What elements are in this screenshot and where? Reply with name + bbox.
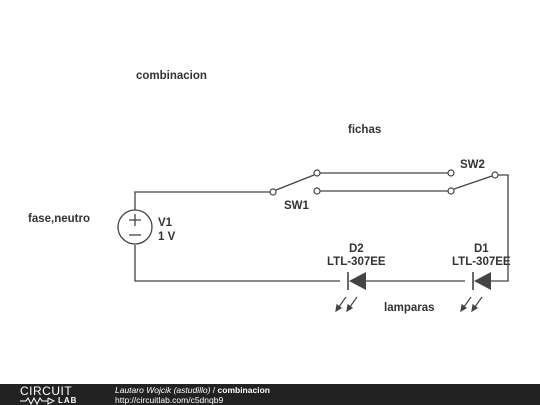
circuit-url[interactable]: http://circuitlab.com/c5dnqb9 <box>115 395 224 405</box>
author-name[interactable]: Lautaro Wojcik (astudillo) <box>115 385 211 395</box>
diode-icon <box>474 272 491 290</box>
switch-sw2 <box>447 169 499 195</box>
wire-source-bottom <box>134 245 340 282</box>
voltage-source-v1 <box>117 209 153 245</box>
led-d2-name: D2 <box>349 243 364 255</box>
plus-sign-icon <box>129 214 141 226</box>
led-d2-part: LTL-307EE <box>327 256 386 268</box>
wire-source-top <box>134 191 272 210</box>
circuitlab-logo[interactable]: CIRCUIT LAB <box>20 385 95 405</box>
led-d1-part: LTL-307EE <box>452 256 511 268</box>
wiring <box>134 172 509 282</box>
led-d1 <box>460 272 491 313</box>
wire-sw2-out <box>490 174 509 282</box>
logo-wordmark-bottom: LAB <box>58 396 78 405</box>
source-label: fase,neutro <box>28 213 90 225</box>
resistor-wave-icon <box>20 397 56 405</box>
led-d2 <box>335 272 366 313</box>
light-emission-icon <box>460 296 483 313</box>
diode-icon <box>349 272 366 290</box>
source-value: 1 V <box>158 231 176 243</box>
switch-sw1 <box>269 169 321 196</box>
footer-bar: CIRCUIT LAB Lautaro Wojcik (astudillo) /… <box>0 384 540 405</box>
circuit-title[interactable]: combinacion <box>217 385 270 395</box>
credit-separator: / <box>210 385 218 395</box>
light-emission-icon <box>335 296 358 313</box>
credit-text: Lautaro Wojcik (astudillo) / combinacion… <box>115 385 270 405</box>
wires-label: fichas <box>348 124 381 136</box>
source-name: V1 <box>158 217 173 229</box>
lamps-label: lamparas <box>384 302 435 314</box>
logo-wordmark-top: CIRCUIT <box>20 384 73 398</box>
led-d1-name: D1 <box>474 243 489 255</box>
schematic-title: combinacion <box>136 70 207 82</box>
switch-sw1-label: SW1 <box>284 200 310 212</box>
switch-sw2-label: SW2 <box>460 159 485 171</box>
